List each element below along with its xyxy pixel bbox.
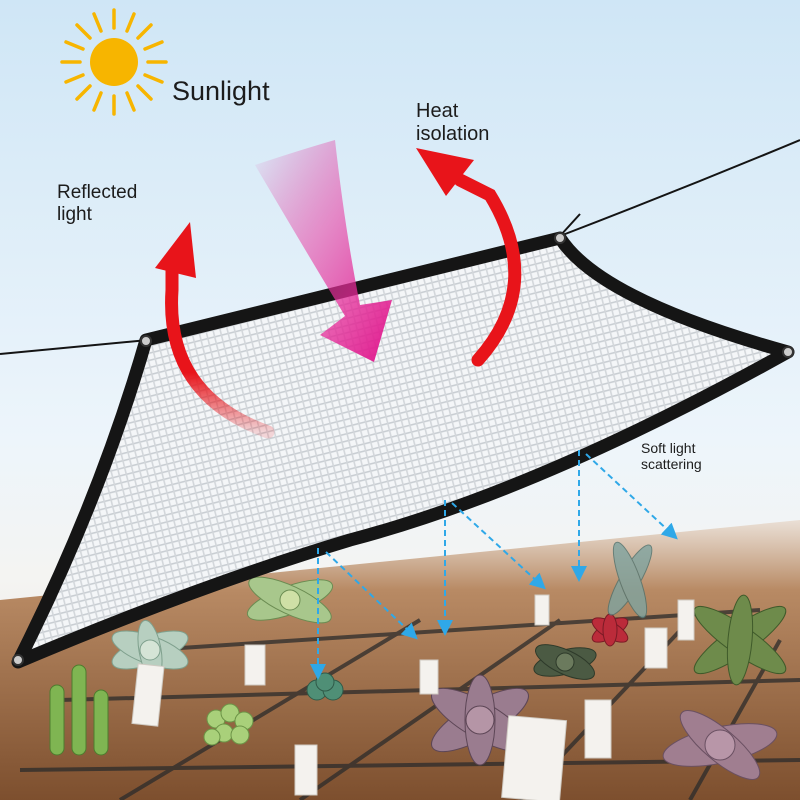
sunlight-label: Sunlight <box>172 76 270 106</box>
soft-light-scattering-label: Soft light scattering <box>641 440 702 473</box>
plant-tags <box>131 594 695 800</box>
heat-isolation-arrow <box>416 148 522 367</box>
heat-isolation-label: Heat isolation <box>416 100 490 145</box>
succulent-bed <box>0 520 800 800</box>
incoming-sunlight-arrow <box>255 140 392 362</box>
reflected-light-label: Reflected light <box>57 182 138 225</box>
scattering-arrows <box>310 450 678 680</box>
reflected-light-arrow <box>155 222 275 439</box>
shade-net <box>11 231 795 669</box>
sun-icon <box>60 8 168 116</box>
